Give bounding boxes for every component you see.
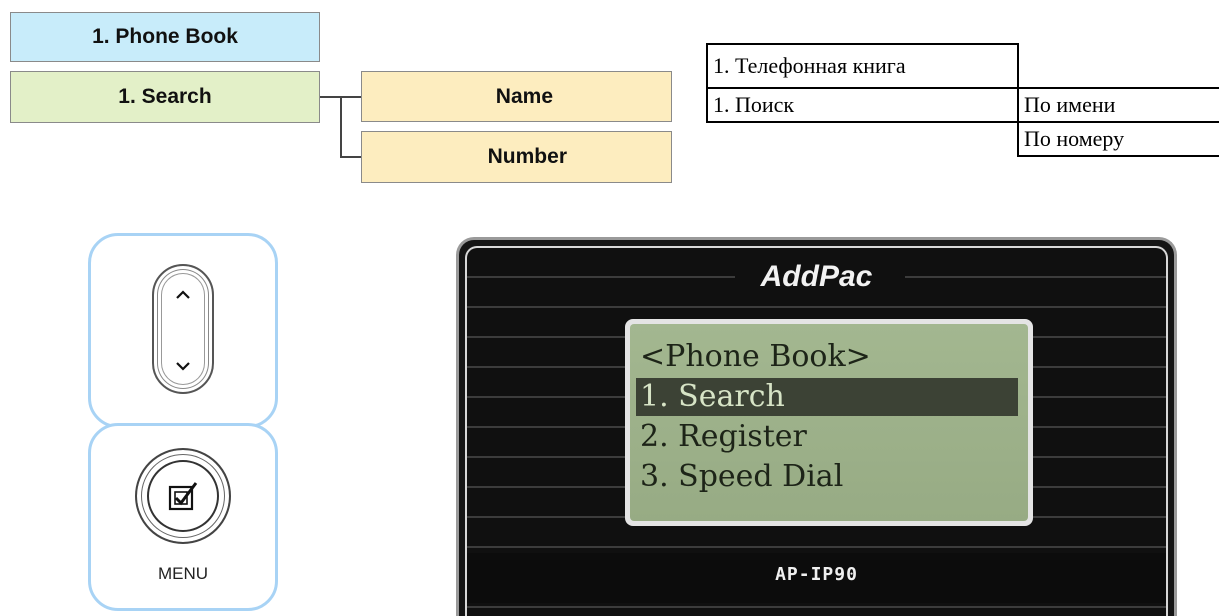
table-border	[706, 43, 708, 123]
connector-line	[340, 96, 342, 157]
menu-button-label: MENU	[157, 564, 209, 583]
lcd-screen: <Phone Book> 1. Search 2. Register 3. Sp…	[630, 324, 1028, 521]
table-cell-phone-book: 1. Телефонная книга	[713, 53, 906, 78]
table-cell-search: 1. Поиск	[713, 92, 795, 117]
table-border	[706, 43, 1019, 45]
brand-backdrop	[735, 258, 905, 298]
search-node: 1. Search	[10, 71, 320, 123]
menu-check-icon	[168, 482, 198, 511]
menu-button[interactable]	[135, 448, 231, 544]
model-label: AP-IP90	[775, 564, 858, 585]
number-option-node: Number	[361, 131, 672, 183]
nav-rocker-key[interactable]	[152, 264, 214, 394]
lcd-title: <Phone Book>	[640, 339, 871, 374]
name-option-node: Name	[361, 71, 672, 122]
lcd-frame: <Phone Book> 1. Search 2. Register 3. Sp…	[625, 319, 1033, 526]
lcd-menu-item-speed-dial[interactable]: 3. Speed Dial	[640, 459, 844, 494]
table-border	[706, 87, 1219, 89]
menu-key-panel: MENU	[88, 423, 278, 611]
table-cell-by-name: По имени	[1024, 92, 1116, 117]
lcd-menu-item-register[interactable]: 2. Register	[640, 419, 807, 454]
phone-book-node: 1. Phone Book	[10, 12, 320, 62]
phone-device: AddPac <Phone Book> 1. Search 2. Registe…	[456, 237, 1177, 616]
connector-line	[320, 96, 341, 98]
connector-line	[340, 156, 361, 158]
table-cell-by-number: По номеру	[1024, 126, 1125, 151]
device-faceplate: AddPac <Phone Book> 1. Search 2. Registe…	[465, 246, 1168, 616]
lcd-menu-item-search[interactable]: 1. Search	[636, 378, 1018, 416]
model-band	[467, 553, 1166, 603]
connector-line	[340, 96, 361, 98]
brand-logo: AddPac	[760, 260, 873, 293]
table-border	[1017, 155, 1219, 157]
chevron-down-icon[interactable]	[176, 362, 190, 371]
table-border	[1017, 43, 1019, 157]
chevron-up-icon[interactable]	[176, 290, 190, 299]
nav-key-panel	[88, 233, 278, 428]
table-border	[706, 121, 1219, 123]
